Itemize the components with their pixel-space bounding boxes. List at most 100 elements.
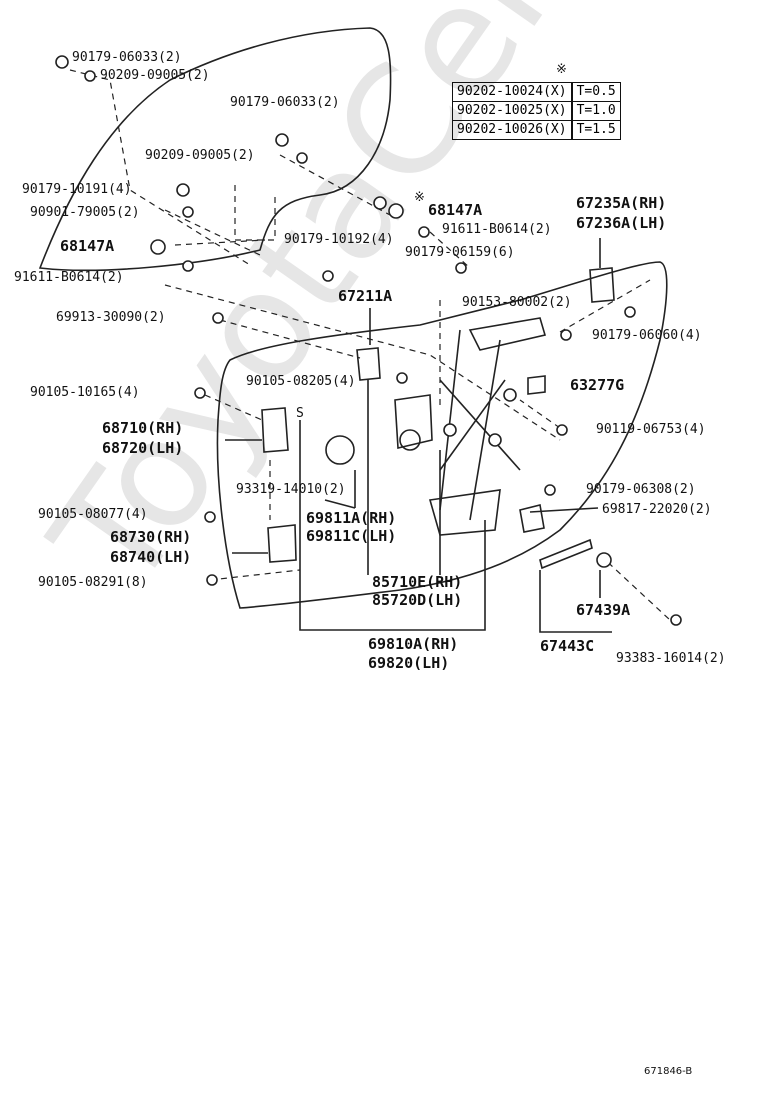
hinge-lower — [267, 524, 297, 563]
label-90119-06753: 90119-06753(4) — [596, 422, 706, 437]
bolt-90105-08205 — [396, 372, 408, 384]
motor-gear — [399, 429, 421, 451]
label-67439A: 67439A — [576, 601, 631, 619]
dash-11 — [599, 554, 671, 621]
label-91611-B0614-left: 91611-B0614(2) — [14, 270, 124, 285]
label-90105-08077: 90105-08077(4) — [38, 507, 148, 522]
regulator-rail-left — [439, 329, 461, 511]
label-90105-10165: 90105-10165(4) — [30, 385, 140, 400]
label-90153-80002: 90153-80002(2) — [462, 295, 572, 310]
dash-10 — [519, 279, 651, 429]
clip-69913 — [212, 312, 224, 324]
nut-90179-06159 — [455, 262, 467, 274]
dash-9 — [219, 319, 361, 359]
label-90179-10192: 90179-10192(4) — [284, 232, 394, 247]
washer-90179-10192 — [322, 270, 334, 282]
nut-90179-06033-a — [55, 55, 69, 69]
shim-row: 90202-10026(X)T=1.5 — [451, 120, 621, 140]
motor-body — [394, 394, 433, 449]
nut-90179-06060 — [560, 329, 572, 341]
roller-1 — [443, 423, 457, 437]
shim-marker: ※ — [556, 62, 567, 77]
label-91611-B0614-right: 91611-B0614(2) — [442, 222, 552, 237]
washer-shim — [373, 196, 387, 210]
label-68147A-left: 68147A — [60, 237, 115, 255]
shim-thickness: T=1.0 — [570, 101, 621, 121]
label-67443C: 67443C — [540, 637, 595, 655]
regulator-cross-2 — [439, 379, 506, 471]
label-68720: 68720(LH) — [102, 439, 184, 457]
screw-93383 — [670, 614, 682, 626]
label-63277G: 63277G — [570, 376, 625, 394]
diagram-id: 671846-B — [644, 1066, 693, 1077]
shim-part-number: 90202-10024(X) — [451, 82, 573, 102]
label-85710E: 85710E(RH) — [372, 573, 463, 591]
regulator-arm-upper — [468, 317, 547, 351]
shim-thickness: T=0.5 — [570, 82, 621, 102]
washer-90901 — [182, 206, 194, 218]
label-69913-30090: 69913-30090(2) — [56, 310, 166, 325]
spacer-68147A-right — [388, 203, 404, 219]
label-90209-09005-mid: 90209-09005(2) — [145, 148, 255, 163]
bracket-line-67443 — [539, 570, 612, 633]
label-67236A: 67236A(LH) — [576, 214, 667, 232]
nut-90179-06033-b — [275, 133, 289, 147]
bracket-line-69811 — [324, 470, 356, 509]
bracket-line-69810 — [299, 420, 486, 631]
shim-part-number: 90202-10026(X) — [451, 120, 573, 140]
bracket-67211A — [356, 347, 381, 381]
dash-12 — [429, 231, 471, 269]
label-90179-06033-top: 90179-06033(2) — [72, 50, 182, 65]
bolt-91611-left — [182, 260, 194, 272]
label-90901-79005: 90901-79005(2) — [30, 205, 140, 220]
stopper-69817 — [519, 504, 545, 533]
label-90209-09005-top: 90209-09005(2) — [100, 68, 210, 83]
label-68710: 68710(RH) — [102, 419, 184, 437]
label-68730: 68730(RH) — [110, 528, 192, 546]
leader-69817 — [529, 507, 599, 513]
label-69811A: 69811A(RH) — [306, 509, 397, 527]
washer-90209-a — [84, 70, 96, 82]
regulator-cross — [439, 379, 521, 471]
roller-2 — [488, 433, 502, 447]
label-69810A: 69810A(RH) — [368, 635, 459, 653]
label-90179-06308: 90179-06308(2) — [586, 482, 696, 497]
label-68740: 68740(LH) — [110, 548, 192, 566]
bolt-90153 — [624, 306, 636, 318]
bracket-line-85710 — [367, 380, 441, 575]
shim-thickness: T=1.5 — [570, 120, 621, 140]
bracket-67235A — [589, 267, 615, 303]
regulator-arm-lower — [428, 489, 501, 536]
hinge-upper — [261, 407, 289, 453]
label-shim-marker: ※ — [414, 190, 425, 205]
label-93383-16014: 93383-16014(2) — [616, 651, 726, 666]
label-67211A: 67211A — [338, 287, 393, 305]
bolt-90105-08291 — [206, 574, 218, 586]
label-85720D: 85720D(LH) — [372, 591, 463, 609]
nut-90179-10191 — [176, 183, 190, 197]
door-glass-outline — [38, 27, 392, 272]
dash-3 — [234, 185, 276, 241]
channel-67443C — [539, 538, 593, 570]
label-90105-08205: 90105-08205(4) — [246, 374, 356, 389]
bolt-90119 — [556, 424, 568, 436]
label-90179-06060: 90179-06060(4) — [592, 328, 702, 343]
lock-cylinder — [325, 435, 355, 465]
shim-part-number: 90202-10025(X) — [451, 101, 573, 121]
label-69811C: 69811C(LH) — [306, 527, 397, 545]
dash-4 — [279, 154, 391, 216]
bolt-91611-right — [418, 226, 430, 238]
retainer-67439A — [596, 552, 612, 568]
label-93319-14010: 93319-14010(2) — [236, 482, 346, 497]
dash-7 — [209, 569, 301, 581]
bolt-90105-08077 — [204, 511, 216, 523]
spacer-68147A-left — [150, 239, 166, 255]
label-68147A-right: 68147A — [428, 201, 483, 219]
label-69817-22020: 69817-22020(2) — [602, 502, 712, 517]
roller-3 — [503, 388, 517, 402]
dash-5 — [164, 284, 561, 441]
bolt-90105-10165 — [194, 387, 206, 399]
label-90179-06033-mid: 90179-06033(2) — [230, 95, 340, 110]
